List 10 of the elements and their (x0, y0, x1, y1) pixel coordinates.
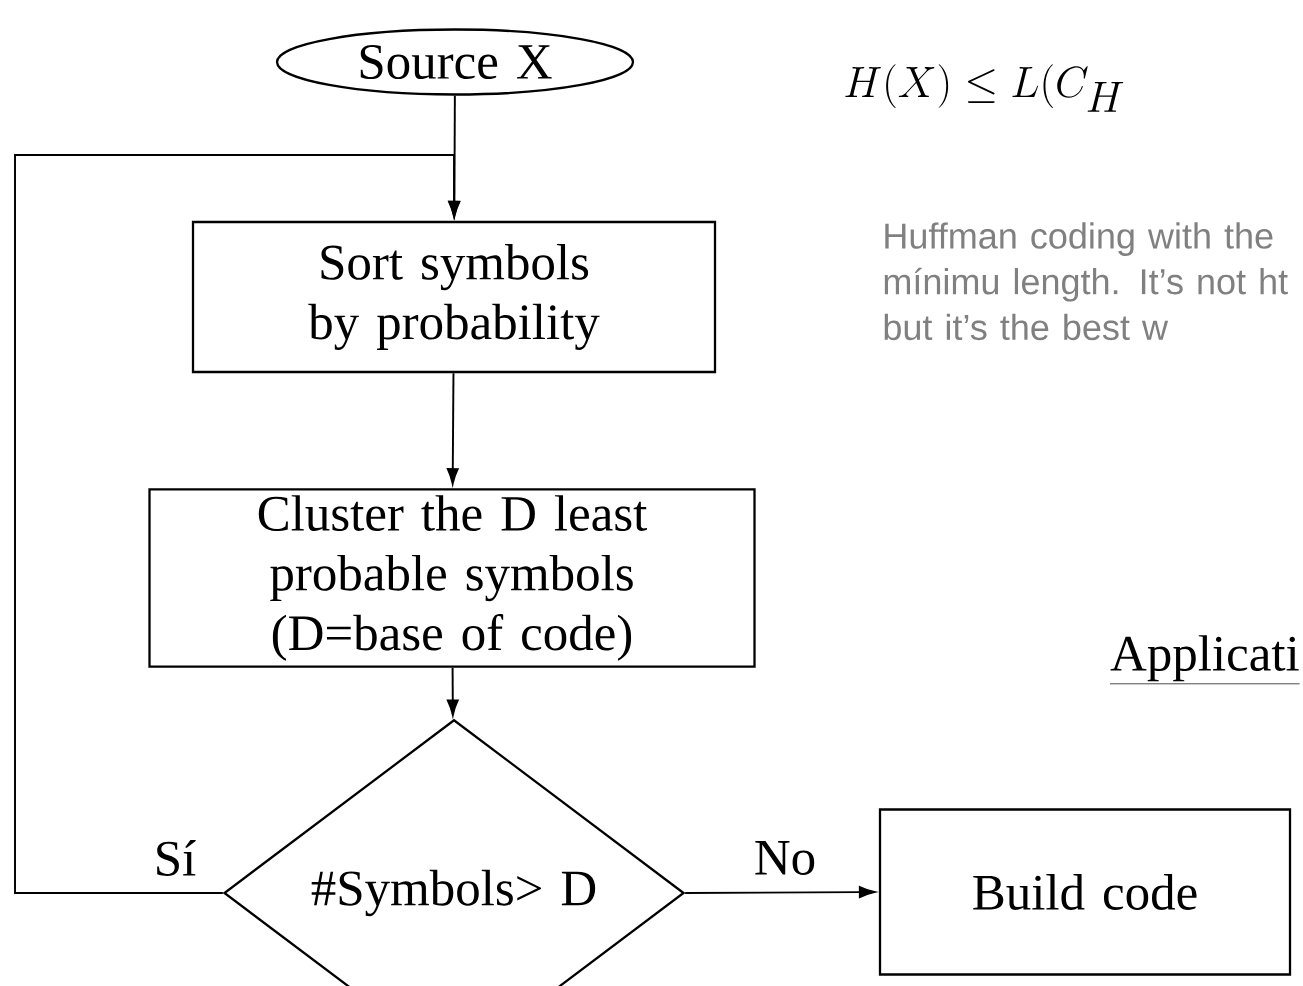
paragraph: Huffman coding with the mínimu length. It’s not ht but it’s the best w (884, 222, 1288, 341)
arrow (14, 154, 460, 894)
process-box: Build code (878, 808, 1292, 976)
formula: $H(X)\leq L(C_{H}$ (845, 64, 1124, 112)
process-box: Cluster the D least probable symbols (D=base of code) (148, 488, 756, 668)
process-box: Sort symbols by probability (191, 220, 717, 374)
section-heading: Applicati (1109, 635, 1300, 685)
arrow (684, 886, 876, 898)
edge-label: Sí (150, 836, 200, 880)
edge-label: No (750, 837, 820, 879)
